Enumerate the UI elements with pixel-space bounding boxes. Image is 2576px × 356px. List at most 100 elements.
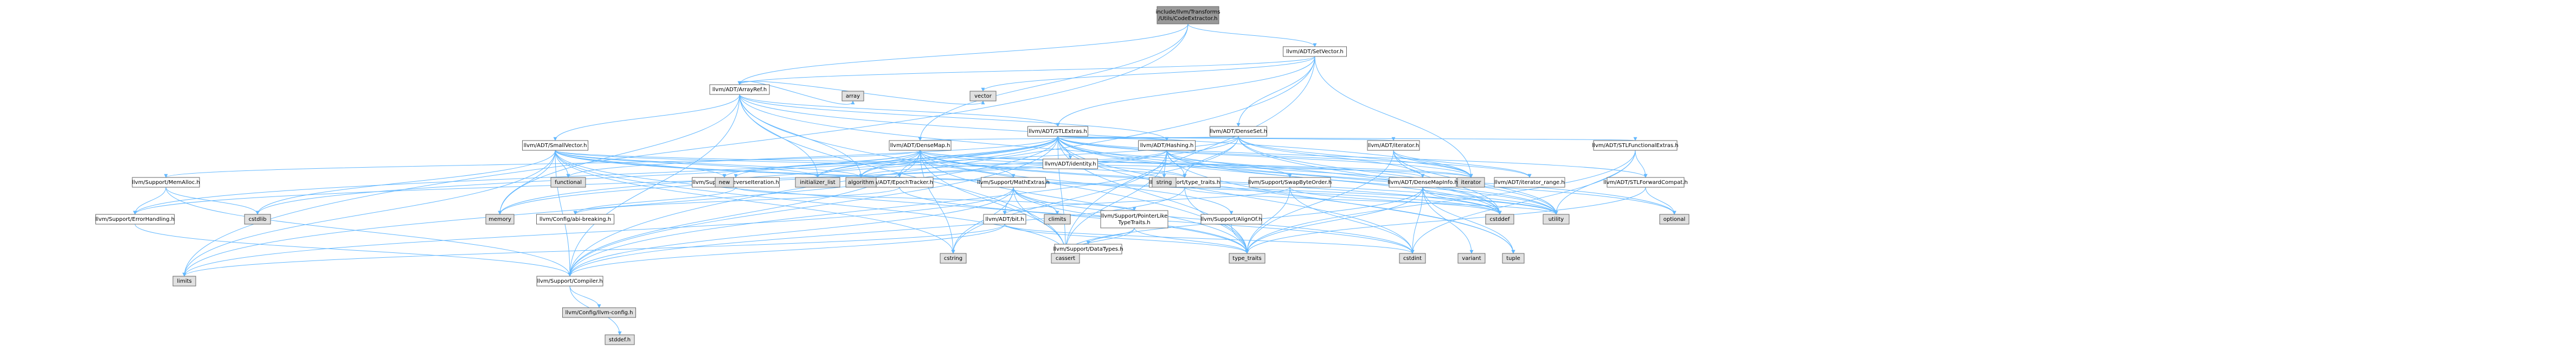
node-arrayref-label-0: llvm/ADT/ArrayRef.h: [712, 87, 767, 93]
node-string[interactable]: string: [1152, 177, 1177, 188]
edge-smallvector-to-type_traits: [555, 150, 1249, 254]
node-densemap[interactable]: llvm/ADT/DenseMap.h: [889, 140, 952, 151]
edge-densemap-to-new: [722, 150, 921, 178]
edge-alignof-to-type_traits: [1231, 224, 1249, 254]
node-alignof[interactable]: llvm/Support/AlignOf.h: [1200, 214, 1262, 225]
node-variant-label-0: variant: [1462, 256, 1481, 262]
node-denseset[interactable]: llvm/ADT/DenseSet.h: [1210, 126, 1267, 137]
edge-smallvector-to-memory: [498, 150, 556, 215]
edge-smallvector-to-initializer_list: [555, 150, 820, 178]
node-cstdint[interactable]: cstdint: [1399, 253, 1426, 264]
edge-densemapinfo-to-cstddef: [1422, 187, 1502, 215]
edge-swapbyteorder-to-adtbit: [1003, 187, 1290, 215]
node-array[interactable]: array: [841, 91, 864, 101]
node-adtiterator[interactable]: llvm/ADT/iterator.h: [1367, 140, 1420, 151]
node-type_traits[interactable]: type_traits: [1229, 253, 1265, 264]
edge-compiler-to-llvmconfig: [569, 285, 601, 308]
node-root[interactable]: include/llvm/Transforms/Utils/CodeExtrac…: [1155, 6, 1220, 24]
node-cstring[interactable]: cstring: [940, 253, 967, 264]
node-limits[interactable]: limits: [172, 276, 196, 287]
node-functional-label-0: functional: [555, 180, 582, 186]
node-tuple[interactable]: tuple: [1502, 253, 1525, 264]
node-root-label-1: /Utils/CodeExtractor.h: [1159, 16, 1218, 22]
edge-mathextras-to-cassert: [1013, 187, 1068, 254]
node-typetraits-label-0: llvm/Support/type_traits.h: [1149, 180, 1220, 186]
node-stlextras[interactable]: llvm/ADT/STLExtras.h: [1027, 126, 1088, 137]
node-memory[interactable]: memory: [485, 214, 515, 225]
edge-root-to-arrayref: [737, 23, 1189, 85]
node-setvector-label-0: llvm/ADT/SetVector.h: [1286, 49, 1344, 55]
node-smallvector-label-0: llvm/ADT/SmallVector.h: [524, 143, 587, 149]
node-adtbit[interactable]: llvm/ADT/bit.h: [983, 214, 1026, 225]
edge-errorhandling-to-compiler: [134, 224, 572, 277]
node-alignof-label-0: llvm/Support/AlignOf.h: [1201, 217, 1262, 223]
edge-denseset-to-cstddef: [1238, 136, 1502, 215]
node-reverseiteration-label-0: llvm/Support/ReverseIteration.h: [692, 180, 779, 186]
node-vector-label-0: vector: [974, 93, 992, 99]
node-stlforwardcompat[interactable]: llvm/ADT/STLForwardCompat.h: [1603, 177, 1688, 188]
node-initializer_list[interactable]: initializer_list: [795, 177, 840, 188]
edge-arrayref-to-array: [739, 81, 855, 105]
node-stddef_h[interactable]: stddef.h: [605, 334, 635, 345]
node-hashing[interactable]: llvm/ADT/Hashing.h: [1138, 140, 1196, 151]
edge-typetraits-to-utility: [1184, 187, 1558, 215]
node-setvector[interactable]: llvm/ADT/SetVector.h: [1283, 46, 1347, 57]
node-abibreaking[interactable]: llvm/Config/abi-breaking.h: [536, 214, 614, 225]
node-utility[interactable]: utility: [1543, 214, 1570, 225]
node-mathextras-label-0: llvm/Support/MathExtras.h: [977, 180, 1050, 186]
edge-densemap-to-alignof: [920, 150, 1234, 215]
node-variant[interactable]: variant: [1457, 253, 1486, 264]
node-cstdlib[interactable]: cstdlib: [244, 214, 271, 225]
node-vector[interactable]: vector: [969, 91, 997, 101]
edge-arrayref-to-memory: [498, 94, 740, 215]
edge-stlfunctionalextras-to-stlforwardcompat: [1635, 150, 1648, 178]
node-densemapinfo-label-0: llvm/ADT/DenseMapInfo.h: [1387, 180, 1458, 186]
node-cassert-label-0: cassert: [1056, 256, 1075, 262]
node-stlfunctionalextras[interactable]: llvm/ADT/STLFunctionalExtras.h: [1592, 140, 1679, 151]
node-llvmconfig-label-0: llvm/Config/llvm-config.h: [566, 310, 633, 316]
node-iterator[interactable]: iterator: [1457, 177, 1485, 188]
node-mathextras[interactable]: llvm/Support/MathExtras.h: [977, 177, 1050, 188]
edge-smallvector-to-utility: [555, 150, 1558, 215]
node-new[interactable]: new: [715, 177, 734, 188]
node-identity[interactable]: llvm/ADT/identity.h: [1043, 158, 1098, 169]
node-swapbyteorder[interactable]: llvm/Support/SwapByteOrder.h: [1248, 177, 1332, 188]
edge-smallvector-to-limits: [182, 150, 556, 277]
node-optional-label-0: optional: [1663, 217, 1686, 223]
node-densemapinfo[interactable]: llvm/ADT/DenseMapInfo.h: [1387, 177, 1458, 188]
node-functional[interactable]: functional: [550, 177, 586, 188]
edge-denseset-to-iterator: [1238, 136, 1473, 178]
node-hashing-label-0: llvm/ADT/Hashing.h: [1140, 143, 1194, 149]
node-algorithm-label-0: algorithm: [848, 180, 874, 186]
node-utility-label-0: utility: [1549, 217, 1564, 223]
node-arrayref[interactable]: llvm/ADT/ArrayRef.h: [709, 84, 770, 95]
node-smallvector[interactable]: llvm/ADT/SmallVector.h: [522, 140, 588, 151]
edge-epochtracker-to-abibreaking: [573, 187, 900, 215]
node-iteratorrange[interactable]: llvm/ADT/iterator_range.h: [1494, 177, 1565, 188]
edge-memalloc-to-errorhandling: [133, 187, 166, 215]
node-stlforwardcompat-label-0: llvm/ADT/STLForwardCompat.h: [1603, 180, 1688, 186]
node-compiler[interactable]: llvm/Support/Compiler.h: [536, 276, 603, 287]
edge-smallvector-to-algorithm: [555, 150, 863, 178]
node-climits[interactable]: climits: [1044, 214, 1071, 225]
node-llvmconfig[interactable]: llvm/Config/llvm-config.h: [562, 307, 636, 318]
edge-setvector-to-denseset: [1236, 56, 1315, 127]
node-reverseiteration[interactable]: llvm/Support/ReverseIteration.h: [692, 177, 780, 188]
node-layer: include/llvm/Transforms/Utils/CodeExtrac…: [95, 6, 1690, 345]
node-memalloc[interactable]: llvm/Support/MemAlloc.h: [132, 177, 200, 188]
node-errorhandling-label-0: llvm/Support/ErrorHandling.h: [95, 217, 175, 223]
node-adtiterator-label-0: llvm/ADT/iterator.h: [1368, 143, 1419, 149]
node-optional[interactable]: optional: [1659, 214, 1690, 225]
node-cstddef[interactable]: cstddef: [1485, 214, 1514, 225]
node-cassert[interactable]: cassert: [1051, 253, 1080, 264]
edge-densemap-to-cstring: [920, 150, 955, 254]
node-errorhandling[interactable]: llvm/Support/ErrorHandling.h: [95, 214, 175, 225]
edge-adtiterator-to-type_traits: [1245, 150, 1394, 254]
edge-denseset-to-initializer_list: [815, 136, 1239, 178]
node-datatypes[interactable]: llvm/Support/DataTypes.h: [1053, 244, 1123, 255]
edge-stlextras-to-errorhandling: [133, 136, 1058, 215]
node-cstring-label-0: cstring: [944, 256, 962, 262]
node-new-label-0: new: [719, 180, 730, 186]
node-algorithm[interactable]: algorithm: [845, 177, 877, 188]
